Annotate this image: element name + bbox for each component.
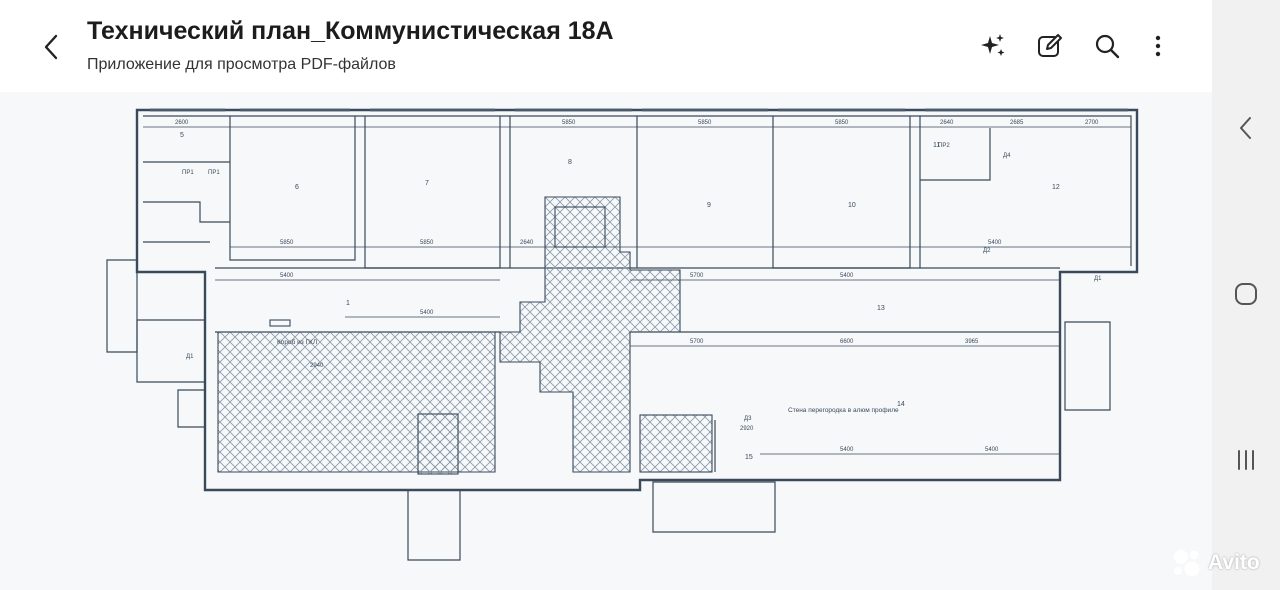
nav-recents-button[interactable]	[1226, 440, 1266, 480]
dim-label: 5850	[420, 240, 434, 246]
plan-note: Стена перегородка в алюм профиле	[788, 407, 899, 414]
dim-label: 2700	[1085, 120, 1099, 126]
dim-label: 5400	[988, 240, 1002, 246]
room-number: 12	[1052, 184, 1060, 191]
dim-label: 5400	[840, 447, 854, 453]
nav-home-button[interactable]	[1226, 274, 1266, 314]
dim-label: 2600	[175, 120, 189, 126]
room-number: 1	[346, 300, 350, 307]
room-number: 14	[897, 401, 905, 408]
room-number: 9	[707, 202, 711, 209]
app-header: Технический план_Коммунистическая 18А Пр…	[0, 0, 1212, 92]
room-number: 6	[295, 184, 299, 191]
chevron-left-icon	[1240, 117, 1251, 139]
door-label: ПР1	[208, 170, 220, 176]
sparkle-icon	[981, 34, 1005, 56]
dim-label: 5700	[690, 273, 704, 279]
room-number: 10	[848, 202, 856, 209]
pdf-page-view[interactable]: 2600 5850 5850 5850 5850 2640 2685 2700 …	[0, 92, 1212, 590]
dim-label: 3965	[965, 339, 979, 345]
search-icon	[1095, 34, 1120, 59]
door-label: Д2	[983, 248, 991, 254]
room-number: 5	[180, 132, 184, 139]
edit-icon	[1038, 34, 1062, 57]
dim-label: 2920	[740, 426, 754, 432]
avito-logo-icon	[1174, 550, 1200, 577]
more-vertical-icon	[1155, 35, 1161, 57]
nav-back-button[interactable]	[1226, 108, 1266, 148]
room-number: 15	[745, 454, 753, 461]
avito-watermark: Avito	[1170, 548, 1260, 578]
search-button[interactable]	[1091, 30, 1123, 62]
room-number: 8	[568, 159, 572, 166]
dim-label: 2640	[940, 120, 954, 126]
door-label: Д4	[1003, 153, 1011, 159]
chevron-left-icon	[44, 34, 58, 60]
edit-button[interactable]	[1034, 30, 1066, 62]
system-nav-bar	[1212, 0, 1280, 590]
door-label: Д3	[744, 416, 752, 422]
dim-label: 5850	[280, 240, 294, 246]
dim-label: 5400	[985, 447, 999, 453]
dim-label: 5850	[562, 120, 576, 126]
document-title: Технический план_Коммунистическая 18А	[87, 17, 614, 45]
home-circle-icon	[1235, 283, 1257, 305]
door-label: ПР1	[182, 170, 194, 176]
dim-label: 5400	[420, 310, 434, 316]
room-number: 13	[877, 305, 885, 312]
recents-icon	[1238, 450, 1254, 470]
room-number: 11	[933, 142, 940, 149]
dim-label: 2685	[1010, 120, 1024, 126]
dim-label: 5850	[835, 120, 849, 126]
dim-label: 6600	[840, 339, 854, 345]
door-label: ПР2	[938, 143, 950, 149]
dim-label: 5700	[690, 339, 704, 345]
dim-label: 2940	[310, 363, 324, 369]
room-number: 7	[425, 180, 429, 187]
dim-label: 2640	[520, 240, 534, 246]
plan-note: Короб из ГКЛ	[277, 338, 317, 346]
ai-button[interactable]	[977, 30, 1009, 62]
door-label: Д1	[186, 354, 194, 360]
floor-plan: 2600 5850 5850 5850 5850 2640 2685 2700 …	[106, 108, 1139, 561]
app-subtitle: Приложение для просмотра PDF-файлов	[87, 56, 396, 73]
dim-label: 5850	[698, 120, 712, 126]
more-button[interactable]	[1142, 30, 1174, 62]
dim-label: 5400	[840, 273, 854, 279]
door-label: Д1	[1094, 276, 1102, 282]
avito-text: Avito	[1208, 551, 1260, 574]
dim-label: 5400	[280, 273, 294, 279]
back-button[interactable]	[34, 30, 68, 64]
